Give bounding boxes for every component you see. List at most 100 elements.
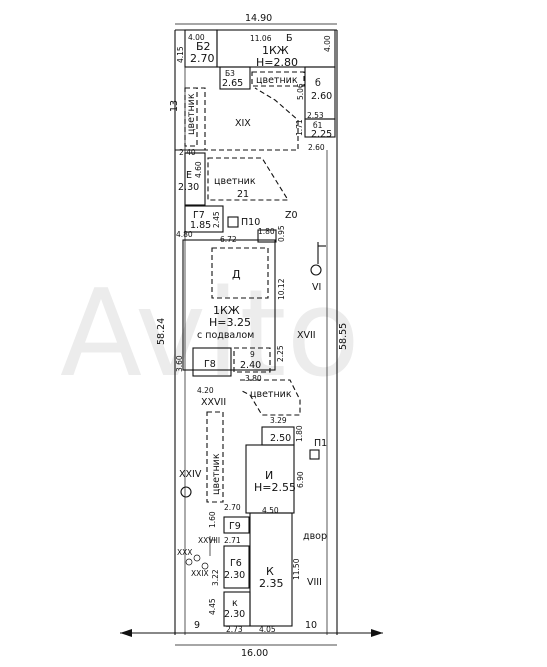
- marker-xvii: XVII: [297, 330, 316, 341]
- bottom-left-markers: XXVIII XXX XXIX: [177, 536, 220, 578]
- xix-area: XIX цветник 13: [169, 87, 299, 151]
- k-small-label: к: [232, 598, 238, 609]
- marker-xxx: XXX: [177, 548, 192, 557]
- house-d-height: Н=3.25: [209, 316, 251, 329]
- dim-245: 2.45: [212, 211, 221, 228]
- dim-405: 4.05: [259, 625, 276, 634]
- e-row: 2.40 4.60 Е 2.30 цветник 21: [175, 148, 289, 206]
- room-250-height: 2.50: [270, 433, 291, 444]
- marker-xix: XIX: [235, 118, 251, 129]
- dim-445: 4.45: [208, 598, 217, 615]
- marker-p10: П10: [241, 217, 260, 228]
- main-house-letter: Б: [286, 33, 293, 44]
- flowerbed-left: цветник: [186, 93, 197, 135]
- dim-380: 3.80: [245, 374, 262, 383]
- flowerbed-mid: цветник: [250, 389, 292, 400]
- shed-k-label: К: [266, 565, 274, 578]
- b-label: б: [315, 78, 321, 89]
- dim-180b: 1.80: [295, 425, 304, 442]
- house-d-note: с подвалом: [197, 330, 254, 341]
- main-house-dim: 11.06: [250, 34, 272, 43]
- annex-i: 3.29 2.50 1.80 П1 И Н=2.55 6.90 2.70 4.5…: [224, 416, 327, 515]
- dim-095: 0.95: [277, 225, 286, 242]
- marker-p1: П1: [314, 438, 327, 449]
- g6-label: Г6: [230, 558, 242, 569]
- b-height: 2.60: [311, 91, 332, 102]
- dim-253: 2.53: [307, 111, 324, 120]
- b3-height: 2.65: [222, 78, 243, 89]
- annex-i-height: Н=2.55: [254, 481, 296, 494]
- dim-420: 4.20: [197, 386, 214, 395]
- dim-480: 4.80: [176, 230, 193, 239]
- flowerbed-21-number: 21: [237, 189, 249, 200]
- main-house-dim-right: 4.00: [323, 35, 332, 52]
- house-d-letter: Д: [232, 268, 241, 281]
- main-house-block: 4.00 4.15 Б2 2.70 11.06 Б 1КЖ Н=2.80 4.0…: [176, 29, 336, 69]
- dim-450: 4.50: [262, 506, 279, 515]
- main-house-height: Н=2.80: [256, 56, 298, 69]
- house-d-dim-side: 10.12: [277, 278, 286, 300]
- annex-i-label: И: [265, 469, 273, 482]
- b1-height: 2.25: [311, 129, 332, 140]
- b2-dim-w: 4.00: [188, 33, 205, 42]
- marker-vi: VI: [312, 282, 321, 293]
- b2-height: 2.70: [190, 52, 215, 65]
- marker-10: 10: [305, 620, 317, 631]
- marker-viii: VIII: [307, 577, 322, 588]
- marker-xxvii: XXVII: [201, 397, 226, 408]
- dim-322: 3.22: [211, 569, 220, 586]
- dim-160: 1.60: [208, 511, 217, 528]
- dim-1150: 11.50: [292, 558, 301, 580]
- main-house-label: 1КЖ: [262, 44, 289, 57]
- marker-z0: Z0: [285, 210, 298, 221]
- flowerbed-long: цветник: [211, 453, 222, 495]
- dim-460: 4.60: [194, 161, 203, 178]
- g7-row: Г7 1.85 2.45 П10 Z0 4.80: [176, 205, 298, 239]
- right-length: 58.55: [338, 323, 349, 350]
- house-d-label: 1КЖ: [213, 304, 240, 317]
- g8-label: Г8: [204, 359, 216, 370]
- d9-label: 9: [250, 350, 255, 359]
- dim-506: 5.06: [296, 83, 305, 100]
- mid-area: 4.20 3.80 XXVII цветник цветник XXIV: [179, 374, 301, 503]
- baseline-arrow: [120, 629, 383, 637]
- flowerbed-top: цветник: [256, 75, 298, 86]
- house-d-dim-top: 6.72: [220, 235, 237, 244]
- g7-height: 1.85: [190, 220, 211, 231]
- g6-height: 2.30: [224, 570, 245, 581]
- marker-vi-group: VI: [310, 242, 326, 293]
- b2-label: Б2: [196, 40, 211, 53]
- g9-label: Г9: [229, 521, 241, 532]
- marker-xxix: XXIX: [191, 569, 209, 578]
- watermark: Avito: [60, 265, 360, 404]
- marker-9: 9: [194, 620, 200, 631]
- house-d: 1.80 0.95 6.72 Д 1КЖ Н=3.25 с подвалом 1…: [175, 225, 286, 377]
- second-row: Б3 2.65 цветник б 2.60 5.06 2.53 б1 2.25…: [219, 66, 336, 152]
- e-label: Е: [186, 170, 192, 181]
- left-length: 58.24: [156, 318, 167, 345]
- dim-360: 3.60: [175, 355, 184, 372]
- dim-260: 2.60: [308, 143, 325, 152]
- marker-13: 13: [169, 100, 180, 112]
- marker-xxiv: XXIV: [179, 469, 202, 480]
- k-small-height: 2.30: [224, 609, 245, 620]
- dim-690: 6.90: [296, 471, 305, 488]
- dim-171: 1.71: [295, 119, 304, 136]
- b3-label: Б3: [225, 69, 235, 78]
- flowerbed-21: цветник: [214, 176, 256, 187]
- dim-329: 3.29: [270, 416, 287, 425]
- shed-k-height: 2.35: [259, 577, 284, 590]
- width-bottom: 16.00: [241, 648, 268, 659]
- e-height: 2.30: [178, 182, 199, 193]
- dim-180a: 1.80: [258, 227, 275, 236]
- dim-225: 2.25: [276, 345, 285, 362]
- dim-271: 2.71: [224, 536, 241, 545]
- marker-xxviii: XXVIII: [198, 536, 220, 545]
- d9-height: 2.40: [240, 360, 261, 371]
- dim-240: 2.40: [179, 148, 196, 157]
- g7-label: Г7: [193, 210, 205, 221]
- b1-label: б1: [313, 121, 323, 130]
- marker-yard: двор: [303, 531, 327, 542]
- bottom-buildings: Г9 1.60 2.71 Г6 2.30 3.22 К 2.35 11.50 к…: [208, 511, 301, 634]
